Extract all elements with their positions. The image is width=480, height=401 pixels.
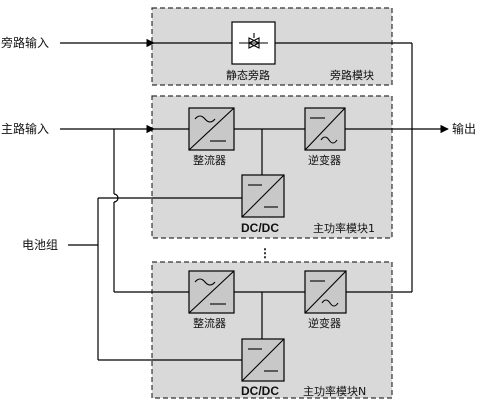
dcdc-1-label: DC/DC bbox=[241, 221, 279, 235]
bypass-input-label: 旁路输入 bbox=[1, 35, 49, 50]
battery-label: 电池组 bbox=[22, 238, 58, 252]
inverter-1-label: 逆变器 bbox=[308, 153, 341, 167]
rectifier-n bbox=[188, 270, 235, 314]
rectifier-1-label: 整流器 bbox=[193, 153, 226, 167]
power-module-n-label: 主功率模块N bbox=[303, 384, 366, 398]
dcdc-converter-n bbox=[241, 338, 285, 382]
power-module-1-label: 主功率模块1 bbox=[313, 221, 375, 235]
inverter-n-label: 逆变器 bbox=[308, 316, 341, 330]
dcdc-n-label: DC/DC bbox=[241, 384, 279, 398]
inverter-1 bbox=[304, 107, 346, 151]
dcdc-converter-1 bbox=[241, 174, 285, 218]
bypass-module-label: 旁路模块 bbox=[330, 68, 374, 82]
main-input-label: 主路输入 bbox=[1, 121, 49, 136]
rectifier-1 bbox=[188, 107, 235, 151]
rectifier-n-label: 整流器 bbox=[193, 316, 226, 330]
output-label: 输出 bbox=[452, 121, 476, 136]
inverter-n bbox=[304, 270, 347, 314]
wiring bbox=[60, 38, 449, 361]
module-ellipsis: ⋮ bbox=[259, 246, 271, 260]
static-bypass-switch bbox=[231, 21, 276, 65]
static-bypass-label: 静态旁路 bbox=[226, 68, 270, 82]
